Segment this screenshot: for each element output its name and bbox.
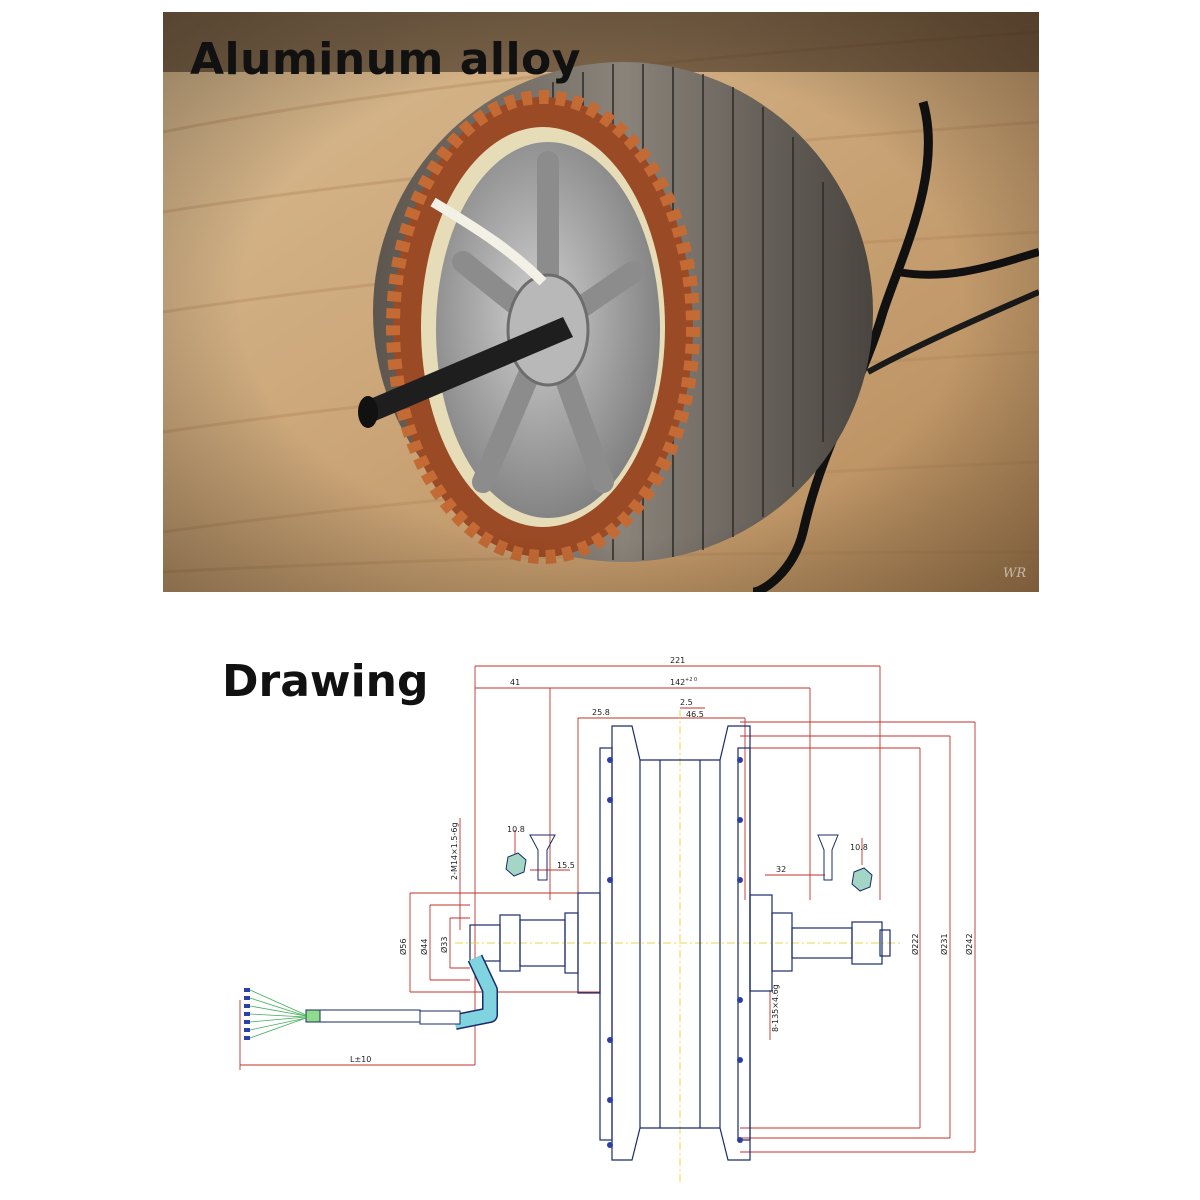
cable-pins	[244, 988, 250, 1040]
nut-right-icon	[851, 867, 873, 892]
dim-thread: 2-M14×1.5-6g	[450, 822, 459, 880]
dim-rim-width: 142	[670, 678, 685, 687]
dim-32: 32	[776, 865, 786, 874]
photo-title: Aluminum alloy	[190, 34, 581, 85]
dim-phi56: Ø56	[398, 939, 408, 955]
dim-bolt: 8-135×4.6g	[771, 984, 780, 1032]
dim-2-5: 2.5	[680, 698, 693, 707]
drawing-title: Drawing	[222, 656, 429, 707]
dim-phi231: Ø231	[939, 933, 949, 955]
dim-phi222: Ø222	[910, 933, 920, 955]
motor-photo: WR	[163, 12, 1039, 592]
dim-phi44: Ø44	[419, 939, 429, 955]
dim-10-8-left: 10.8	[507, 825, 525, 834]
cable-sheath	[309, 1009, 421, 1023]
bolt-marks	[607, 757, 743, 1148]
cable-wires	[249, 989, 307, 1039]
centre-lines	[455, 710, 900, 1185]
dim-rim-width-tol: +2 0	[685, 677, 697, 683]
nut-left-icon	[505, 852, 527, 877]
dim-cable-length: L±10	[350, 1055, 371, 1064]
washer-right-icon	[817, 834, 839, 881]
motor-photo-illustration: WR	[163, 12, 1039, 592]
dim-phi33: Ø33	[439, 937, 449, 953]
dim-25-8: 25.8	[592, 708, 610, 717]
dim-46-5: 46.5	[686, 710, 704, 719]
dimension-lines	[239, 665, 976, 1153]
watermark-text: WR	[1003, 566, 1026, 581]
washer-left-icon	[529, 834, 556, 881]
dim-10-8-right: 10.8	[850, 843, 868, 852]
technical-drawing: 221 41 142 +2 0 25.8 2.5 46.5 15.5 32 10…	[239, 656, 976, 1185]
dim-15-5: 15.5	[557, 861, 575, 870]
dim-overall-width: 221	[670, 656, 685, 665]
dim-left-offset: 41	[510, 678, 520, 687]
dim-phi242: Ø242	[964, 933, 974, 955]
